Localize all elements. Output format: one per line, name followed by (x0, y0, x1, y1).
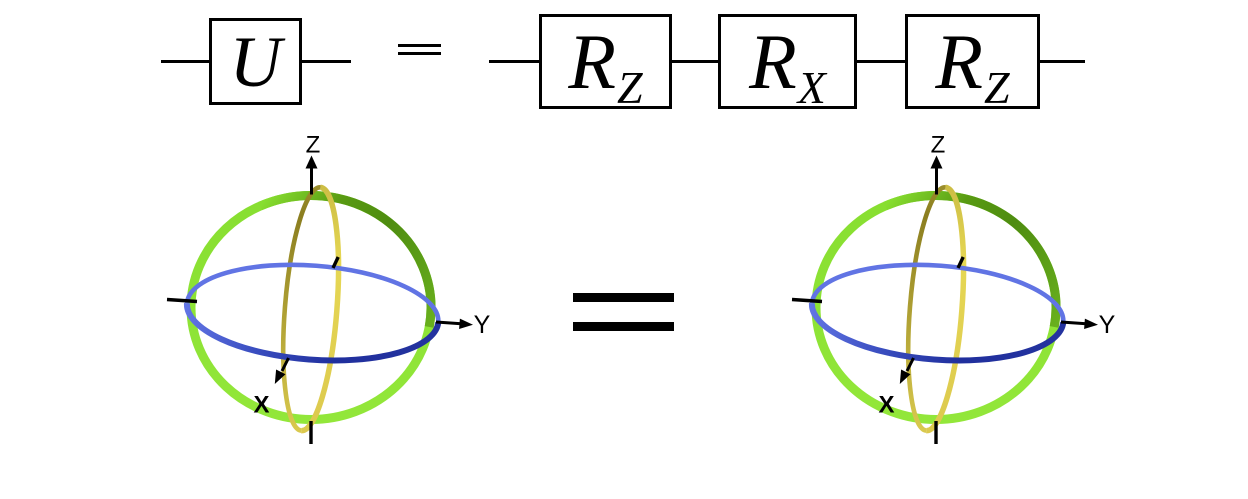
circuit-wire-out-right (1039, 60, 1085, 64)
gate-rz-2-label: RZ (935, 17, 1010, 113)
gate-u-label: U (229, 21, 282, 102)
gate-rz-1-label: RZ (568, 17, 643, 113)
gate-rx-box: RX (718, 14, 857, 113)
equals-bar-top (398, 44, 441, 48)
bloch-sphere-right (792, 132, 1116, 445)
equals-bar-bottom (398, 51, 441, 55)
circuit-equals-sign (398, 44, 441, 56)
circuit-wire-in-right (489, 60, 540, 64)
equivalence-equals-sign (573, 293, 674, 332)
circuit-wire-in-left (161, 60, 211, 64)
equals-bar-top (573, 293, 674, 302)
gate-rz-2-box: RZ (905, 14, 1040, 113)
circuit-wire-mid-1 (671, 60, 719, 64)
gate-rz-1-box: RZ (539, 14, 672, 113)
gate-u-box: U (209, 18, 302, 105)
bloch-sphere-left (167, 132, 491, 445)
equals-bar-bottom (573, 322, 674, 331)
circuit-wire-out-left (301, 60, 351, 64)
gate-rx-label: RX (749, 17, 826, 113)
circuit-wire-mid-2 (856, 60, 906, 64)
